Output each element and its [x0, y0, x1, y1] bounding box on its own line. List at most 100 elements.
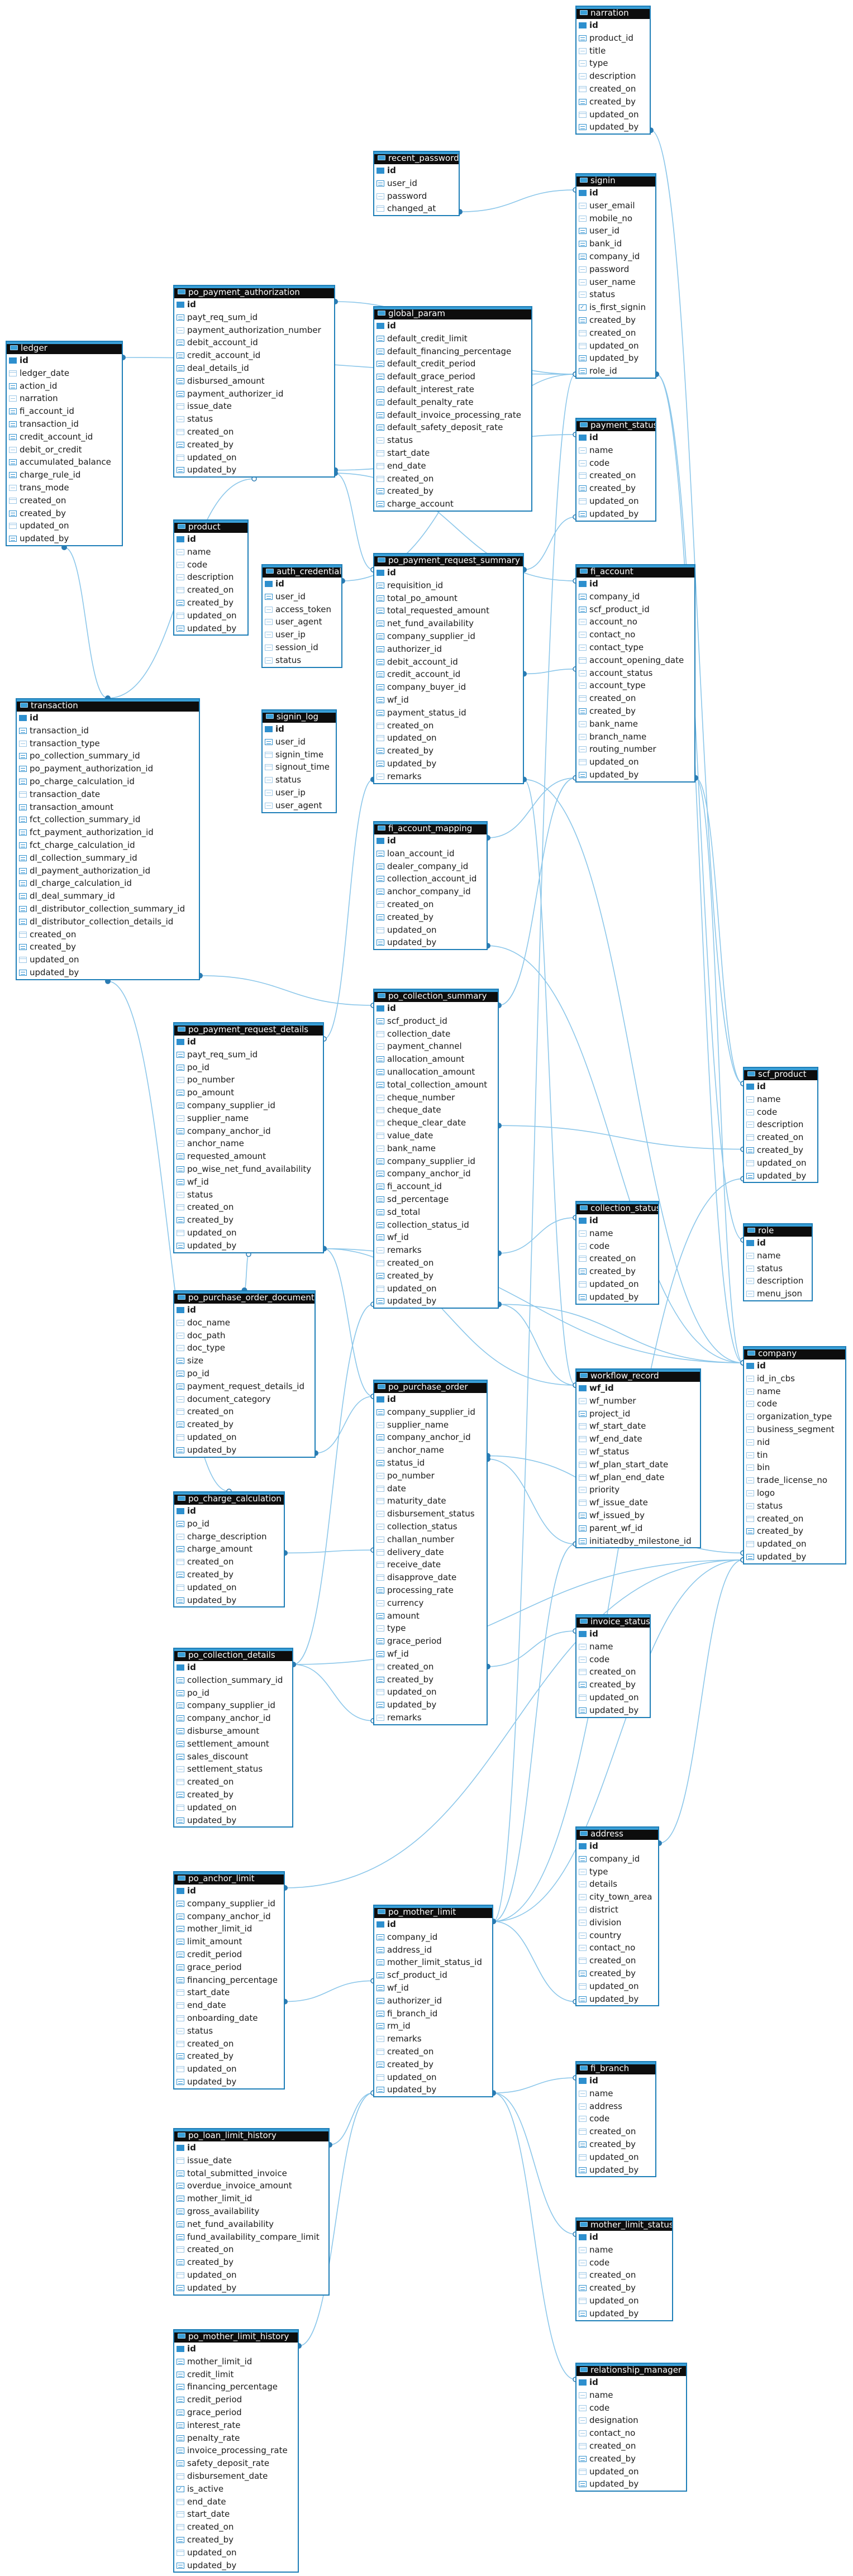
- table-column[interactable]: document_category: [174, 1393, 314, 1406]
- table-column[interactable]: user_ip: [263, 786, 336, 799]
- table-column[interactable]: po_id: [174, 1518, 284, 1530]
- table-column[interactable]: sd_percentage: [374, 1193, 498, 1206]
- table-column[interactable]: updated_on: [174, 2269, 328, 2282]
- table-column[interactable]: created_on: [174, 2521, 298, 2534]
- table-column[interactable]: account_status: [576, 667, 694, 680]
- primary-key-column[interactable]: id: [174, 298, 334, 311]
- table-column[interactable]: created_on: [374, 1257, 498, 1270]
- table-column[interactable]: charge_amount: [174, 1543, 284, 1556]
- table-column[interactable]: status: [174, 413, 334, 426]
- table-column[interactable]: created_on: [374, 2045, 492, 2058]
- table-column[interactable]: net_fund_availability: [174, 2218, 328, 2231]
- table-column[interactable]: start_date: [174, 2508, 298, 2521]
- table-column[interactable]: bank_id: [576, 237, 655, 250]
- table-column[interactable]: status: [174, 1189, 323, 1201]
- table-column[interactable]: default_safety_deposit_rate: [374, 421, 531, 434]
- table-column[interactable]: created_by: [576, 2282, 672, 2294]
- table-column[interactable]: created_on: [174, 2038, 284, 2050]
- primary-key-column[interactable]: id: [174, 533, 247, 546]
- table-column[interactable]: name: [576, 2389, 686, 2402]
- table-column[interactable]: created_by: [374, 485, 531, 498]
- table-column[interactable]: is_active: [174, 2483, 298, 2496]
- table-column[interactable]: mother_limit_status_id: [374, 1956, 492, 1969]
- table-column[interactable]: transaction_amount: [17, 801, 199, 814]
- table-column[interactable]: doc_type: [174, 1342, 314, 1354]
- table-column[interactable]: updated_by: [576, 2307, 672, 2320]
- table-column[interactable]: created_by: [576, 314, 655, 327]
- table-column[interactable]: created_by: [174, 1418, 314, 1431]
- table-column[interactable]: account_no: [576, 616, 694, 628]
- table-column[interactable]: updated_by: [374, 1295, 498, 1308]
- table-column[interactable]: updated_by: [744, 1170, 817, 1182]
- table-column[interactable]: credit_period: [174, 2393, 298, 2406]
- table-column[interactable]: updated_on: [174, 2063, 284, 2076]
- primary-key-column[interactable]: id: [174, 1661, 292, 1674]
- table-header[interactable]: company: [744, 1347, 845, 1359]
- table-column[interactable]: remarks: [374, 770, 523, 783]
- table-column[interactable]: deal_details_id: [174, 362, 334, 375]
- table-header[interactable]: ledger: [7, 342, 122, 354]
- table-column[interactable]: collection_status: [374, 1520, 487, 1533]
- table-header[interactable]: fi_account: [576, 565, 694, 578]
- table-column[interactable]: user_email: [576, 199, 655, 212]
- table-column[interactable]: updated_on: [374, 924, 487, 937]
- table-column[interactable]: id_in_cbs: [744, 1372, 845, 1385]
- primary-key-column[interactable]: id: [374, 1002, 498, 1015]
- table-column[interactable]: status: [744, 1500, 845, 1513]
- table-column[interactable]: wf_issued_by: [576, 1509, 700, 1522]
- table-column[interactable]: issue_date: [174, 400, 334, 413]
- table-column[interactable]: dl_collection_summary_id: [17, 852, 199, 865]
- table-column[interactable]: po_number: [374, 1470, 487, 1482]
- table-column[interactable]: default_credit_period: [374, 357, 531, 370]
- table-column[interactable]: updated_by: [576, 1704, 650, 1717]
- table-column[interactable]: created_by: [174, 597, 247, 609]
- table-column[interactable]: is_first_signin: [576, 301, 655, 314]
- table-column[interactable]: company_id: [576, 1853, 658, 1866]
- table-column[interactable]: created_by: [174, 2256, 328, 2269]
- table-column[interactable]: updated_on: [174, 1431, 314, 1444]
- table-column[interactable]: updated_by: [174, 1814, 292, 1827]
- table-column[interactable]: updated_on: [374, 1282, 498, 1295]
- table-column[interactable]: routing_number: [576, 743, 694, 756]
- table-column[interactable]: created_on: [7, 494, 122, 507]
- table-column[interactable]: code: [744, 1397, 845, 1410]
- table-column[interactable]: updated_by: [374, 936, 487, 949]
- table-column[interactable]: credit_limit: [174, 2368, 298, 2381]
- table-column[interactable]: wf_issue_date: [576, 1496, 700, 1509]
- table-column[interactable]: user_id: [263, 590, 341, 603]
- table-column[interactable]: updated_on: [576, 108, 650, 121]
- table-column[interactable]: type: [374, 1622, 487, 1635]
- table-column[interactable]: description: [744, 1118, 817, 1131]
- table-column[interactable]: name: [744, 1385, 845, 1398]
- table-column[interactable]: updated_by: [576, 352, 655, 365]
- table-column[interactable]: created_by: [7, 507, 122, 520]
- primary-key-column[interactable]: id: [744, 1237, 812, 1249]
- table-column[interactable]: grace_period: [174, 2406, 298, 2419]
- table-column[interactable]: created_by: [174, 1214, 323, 1227]
- table-column[interactable]: updated_by: [576, 1291, 658, 1304]
- table-column[interactable]: remarks: [374, 1711, 487, 1724]
- table-column[interactable]: overdue_invoice_amount: [174, 2179, 328, 2192]
- table-column[interactable]: created_on: [174, 1405, 314, 1418]
- table-column[interactable]: financing_percentage: [174, 2381, 298, 2393]
- table-column[interactable]: anchor_company_id: [374, 885, 487, 898]
- table-column[interactable]: receive_date: [374, 1558, 487, 1571]
- table-column[interactable]: created_on: [576, 2440, 686, 2453]
- table-column[interactable]: trans_mode: [7, 481, 122, 494]
- table-column[interactable]: status: [174, 2025, 284, 2038]
- table-column[interactable]: updated_by: [174, 2076, 284, 2088]
- table-column[interactable]: limit_amount: [174, 1935, 284, 1948]
- table-column[interactable]: updated_by: [576, 121, 650, 133]
- table-column[interactable]: remarks: [374, 1244, 498, 1257]
- table-column[interactable]: end_date: [174, 1999, 284, 2012]
- table-column[interactable]: company_id: [576, 250, 655, 263]
- table-column[interactable]: trade_license_no: [744, 1474, 845, 1487]
- table-column[interactable]: total_submitted_invoice: [174, 2167, 328, 2180]
